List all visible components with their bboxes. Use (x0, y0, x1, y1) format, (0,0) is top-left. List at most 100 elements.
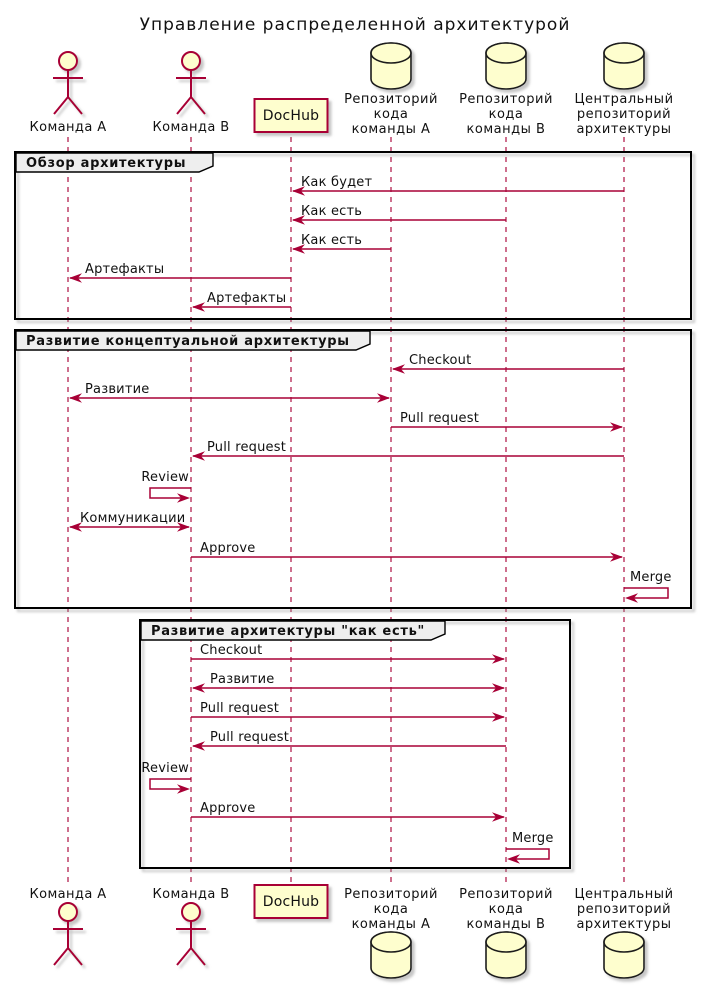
message: Как есть (292, 233, 391, 254)
database-icon-central-repo (603, 42, 645, 90)
message: Pull request (192, 730, 506, 751)
database-icon-repo-a (370, 931, 412, 979)
arrowhead-icon (192, 683, 205, 693)
database-icon-repo-a (370, 42, 412, 90)
participant-bottom-team-a: Команда A (29, 887, 106, 966)
arrowhead-icon (392, 364, 405, 374)
participant-box-dochub (253, 98, 329, 133)
participant-label-line: кода (374, 107, 409, 122)
diagram-title: Управление распределенной архитектурой (140, 15, 571, 35)
participant-top-team-b: Команда B (152, 51, 229, 135)
participant-label: DocHub (263, 108, 320, 124)
message-label: Артефакты (85, 262, 164, 277)
message-label: Review (141, 761, 189, 776)
message-label: Pull request (207, 440, 286, 455)
participant-label: Команда A (29, 887, 106, 902)
database-icon-repo-b (485, 42, 527, 90)
message: Checkout (191, 643, 505, 664)
arrowhead-icon (177, 493, 190, 503)
participant-label-line: Центральный (574, 92, 673, 107)
frame-border (14, 151, 692, 320)
participant-label-line: команды B (467, 917, 546, 932)
message-label: Развитие (85, 382, 149, 397)
actor-icon-team-b (176, 51, 206, 115)
message: Approve (191, 541, 623, 562)
arrowhead-icon (610, 552, 623, 562)
arrowhead-icon (507, 854, 520, 864)
self-message-line (149, 487, 191, 499)
frame-header-tab (15, 330, 371, 351)
self-message-line (624, 587, 669, 599)
arrowhead-icon (377, 393, 390, 403)
message: Как есть (292, 204, 506, 225)
message: Как будет (292, 175, 624, 196)
message: Pull request (391, 411, 623, 432)
frame-title: Обзор архитектуры (26, 156, 186, 171)
arrowhead-icon (292, 186, 305, 196)
participant-label-line: кода (489, 107, 524, 122)
arrowhead-icon (292, 244, 305, 254)
participant-label: Команда B (152, 887, 229, 902)
arrowhead-icon (292, 215, 305, 225)
frame-title: Развитие архитектуры "как есть" (151, 624, 425, 639)
message-label: Pull request (200, 701, 279, 716)
participant-label-line: команды B (467, 122, 546, 137)
message: Checkout (392, 353, 624, 374)
message-label: Review (141, 470, 189, 485)
actor-icon-team-a (53, 902, 83, 966)
message-label: Merge (512, 831, 554, 846)
message-label: Merge (630, 570, 672, 585)
participant-label: DocHub (263, 894, 320, 910)
message-label: Pull request (400, 411, 479, 426)
frame-border (14, 329, 692, 609)
arrowhead-icon (192, 741, 205, 751)
participant-top-team-a: Команда A (29, 51, 106, 135)
arrowhead-icon (69, 393, 82, 403)
frame-header-tab (140, 620, 446, 641)
participant-bottom-team-b: Команда B (152, 887, 229, 966)
frame-border (139, 619, 571, 869)
message: Review (141, 761, 191, 794)
message-label: Артефакты (207, 291, 286, 306)
message-label: Как будет (301, 175, 372, 190)
participant-label-line: кода (489, 902, 524, 917)
message-label: Checkout (200, 643, 262, 658)
frame-title: Развитие концептуальной архитектуры (26, 334, 350, 349)
arrowhead-icon (192, 302, 205, 312)
participant-label: Команда A (29, 120, 106, 135)
arrowhead-icon (492, 654, 505, 664)
participant-label: Команда B (152, 120, 229, 135)
message: Pull request (191, 701, 505, 722)
participant-label-line: команды A (352, 917, 431, 932)
actor-icon-team-b (176, 902, 206, 966)
arrowhead-icon (492, 812, 505, 822)
message: Merge (624, 570, 672, 603)
arrowhead-icon (610, 422, 623, 432)
self-message-line (149, 778, 191, 790)
message-label: Как есть (301, 233, 362, 248)
participant-label-line: Репозиторий (459, 887, 553, 902)
participant-box-dochub (253, 884, 329, 919)
message: Развитие (69, 382, 390, 403)
frame-2: Развитие концептуальной архитектуры (14, 329, 692, 609)
frame-header-tab (15, 152, 214, 173)
message: Артефакты (192, 291, 291, 312)
database-icon-repo-b (485, 931, 527, 979)
message: Approve (191, 801, 505, 822)
arrowhead-icon (492, 683, 505, 693)
message: Merge (506, 831, 554, 864)
participant-label-line: Репозиторий (459, 92, 553, 107)
frame-1: Обзор архитектуры (14, 151, 692, 320)
participant-label-line: архитектуры (576, 122, 671, 137)
self-message-line (506, 848, 550, 860)
message: Развитие (192, 672, 505, 693)
database-icon-central-repo (603, 931, 645, 979)
